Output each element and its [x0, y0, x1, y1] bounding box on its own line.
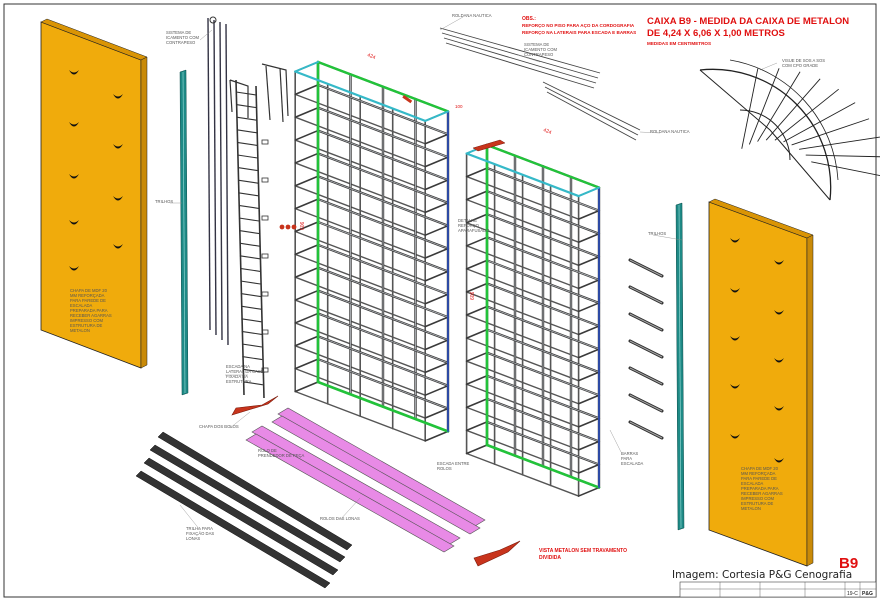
image-credit: Imagem: Cortesia P&G Cenografia: [672, 569, 852, 581]
climbing-hold-icon: [730, 238, 740, 243]
leader-lines: [170, 16, 778, 531]
metalon-frame-large: [294, 60, 450, 442]
title-block-cell-1: 19-C: [847, 591, 858, 597]
climbing-hold-icon: [113, 94, 123, 99]
teal-rail-left: [179, 69, 189, 396]
label-chapa-dos-bolos: CHAPA DOS BOLOS: [199, 424, 239, 429]
left-climbing-panel: [40, 18, 148, 369]
vista-line-1: VISTA METALON SEM TRAVAMENTO: [539, 548, 627, 554]
climbing-hold-icon: [774, 260, 784, 265]
obs-label: OBS.:: [522, 16, 536, 22]
tarp-tracks: [135, 431, 353, 589]
sheet-border: [3, 3, 877, 598]
dimension-height-2: 606: [470, 291, 476, 300]
climbing-hold-icon: [113, 244, 123, 249]
dimension-width-1: 424: [366, 52, 376, 61]
climbing-hold-icon: [69, 70, 79, 75]
title-block: 19-C P&G: [679, 581, 877, 598]
red-bolt-plates: [231, 139, 521, 567]
pink-tarp-rolls: [245, 407, 486, 553]
side-ladder: [229, 63, 289, 399]
climbing-hold-icon: [774, 358, 784, 363]
metalon-frame-split: [465, 143, 601, 497]
red-markers: [279, 95, 413, 230]
vista-line-2: DIVIDIDA: [539, 555, 561, 561]
climbing-hold-icon: [730, 384, 740, 389]
spiral-top-view: [699, 59, 880, 201]
obs-line-2: REFORÇO NA LATERAIS PARA ESCADA E BARRAS: [522, 30, 636, 35]
climbing-bars: [628, 258, 664, 440]
teal-rail-right: [675, 202, 685, 531]
climbing-hold-icon: [69, 266, 79, 271]
right-climbing-panel: [708, 198, 814, 567]
climbing-hold-icon: [69, 220, 79, 225]
label-trilhos-right: TRILHOS: [648, 231, 666, 236]
nautical-pulley-cables: [439, 27, 641, 141]
climbing-hold-icon: [774, 310, 784, 315]
dimension-depth-1: 100: [455, 104, 463, 109]
climbing-hold-icon: [730, 434, 740, 439]
label-roldana-2: ROLDANA NAUTICA: [650, 129, 690, 134]
left-panel-holds: [69, 70, 123, 271]
title-block-cell-2: P&G: [862, 591, 873, 597]
climbing-hold-icon: [774, 406, 784, 411]
climbing-hold-icon: [774, 458, 784, 463]
right-panel-holds: [730, 238, 784, 463]
units-note: MEDIDAS EM CENTIMETROS: [647, 41, 711, 46]
climbing-hold-icon: [113, 196, 123, 201]
label-trilhos-left: TRILHOS: [155, 199, 173, 204]
climbing-hold-icon: [113, 144, 123, 149]
dimension-width-2: 424: [542, 127, 552, 136]
obs-line-1: REFORÇO NO PISO PARA AÇO DA CORDOGRAFIA: [522, 23, 635, 28]
drawing-title-line2: DE 4,24 X 6,06 X 1,00 METROS: [647, 28, 785, 39]
drawing-title-line1: CAIXA B9 - MEDIDA DA CAIXA DE METALON: [647, 16, 849, 27]
sheet-code: B9: [839, 555, 858, 572]
label-roldana-1: ROLDANA NAUTICA: [452, 13, 492, 18]
hoist-cables: [207, 16, 229, 346]
dimension-height-1: 606: [300, 221, 306, 230]
climbing-hold-icon: [730, 336, 740, 341]
climbing-hold-icon: [69, 174, 79, 179]
label-rolos-lonas: ROLOS DAS LONAS: [320, 516, 360, 521]
climbing-hold-icon: [730, 288, 740, 293]
climbing-hold-icon: [69, 122, 79, 127]
